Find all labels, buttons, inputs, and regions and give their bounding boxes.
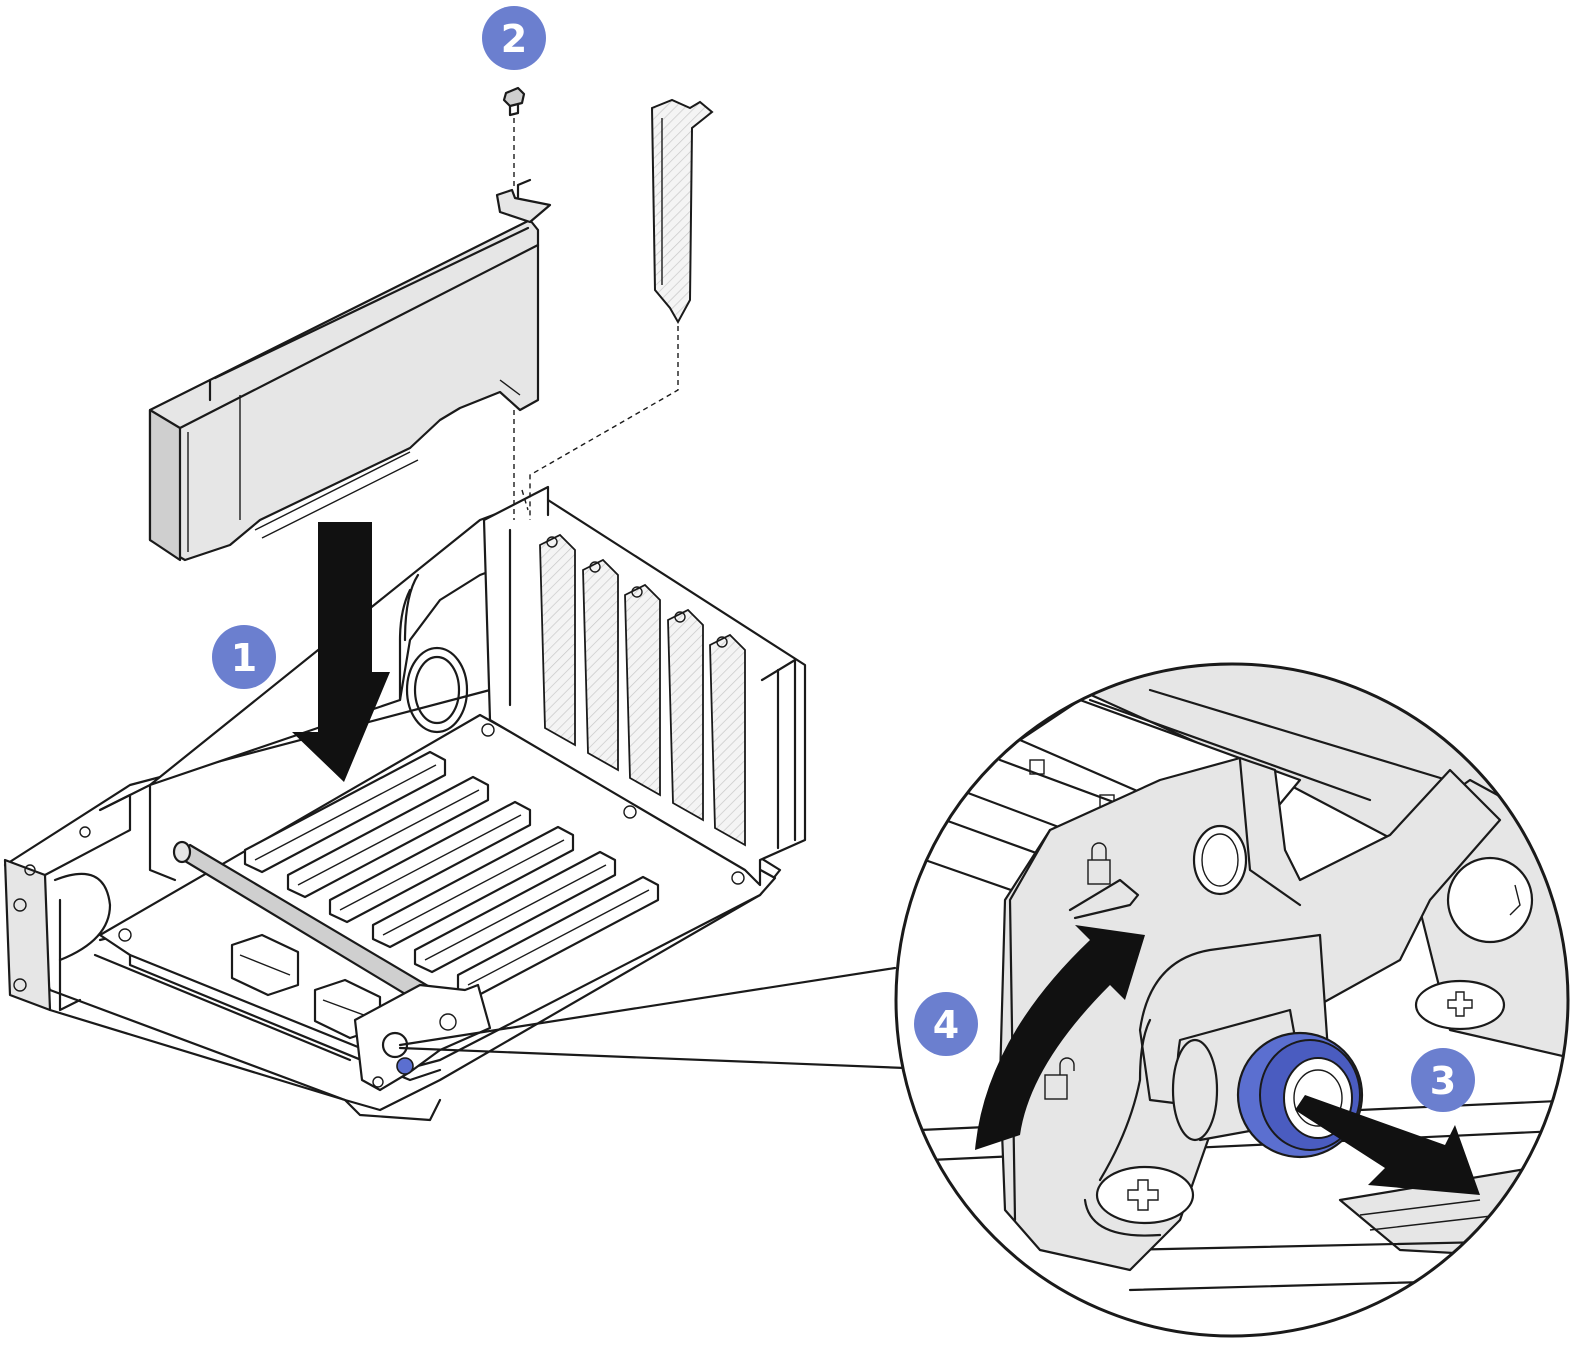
lock-open-icon [1044,1057,1075,1100]
slot-cover [709,633,746,847]
zoom-detail-view [894,662,1570,1338]
screw [502,86,526,117]
lock-closed-icon [1087,842,1111,885]
svg-text:1: 1 [231,636,257,680]
svg-text:4: 4 [933,1003,959,1047]
step-callout-2: 2 [482,6,546,70]
lock-indicator-notch [1068,878,1140,920]
slot-cover [582,558,619,772]
svg-text:2: 2 [501,17,527,61]
pcie-adapter-card [148,178,552,562]
slot-filler-bracket [650,98,714,325]
slot-cover [624,583,661,797]
slot-cover [667,608,704,822]
pcie-slot [413,850,617,974]
rotate-arrow [975,925,1145,1150]
pcie-slot [371,825,575,949]
riser-cage [3,485,807,1122]
step-callout-4: 4 [914,992,978,1056]
zoom-leader-top [398,966,897,1047]
pcie-slot [328,800,532,924]
down-arrow [292,522,390,782]
svg-text:3: 3 [1430,1059,1456,1103]
step-callout-1: 1 [212,625,276,689]
latch-small [353,983,492,1092]
phillips-screw-icon [1447,991,1473,1017]
pull-arrow [1295,1095,1480,1195]
zoom-leader-bottom [398,1046,907,1070]
pcie-slot [286,775,490,899]
phillips-screw-icon [1127,1179,1159,1211]
step-callout-3: 3 [1411,1048,1475,1112]
slot-cover [539,533,576,747]
pcie-slot [243,750,447,874]
